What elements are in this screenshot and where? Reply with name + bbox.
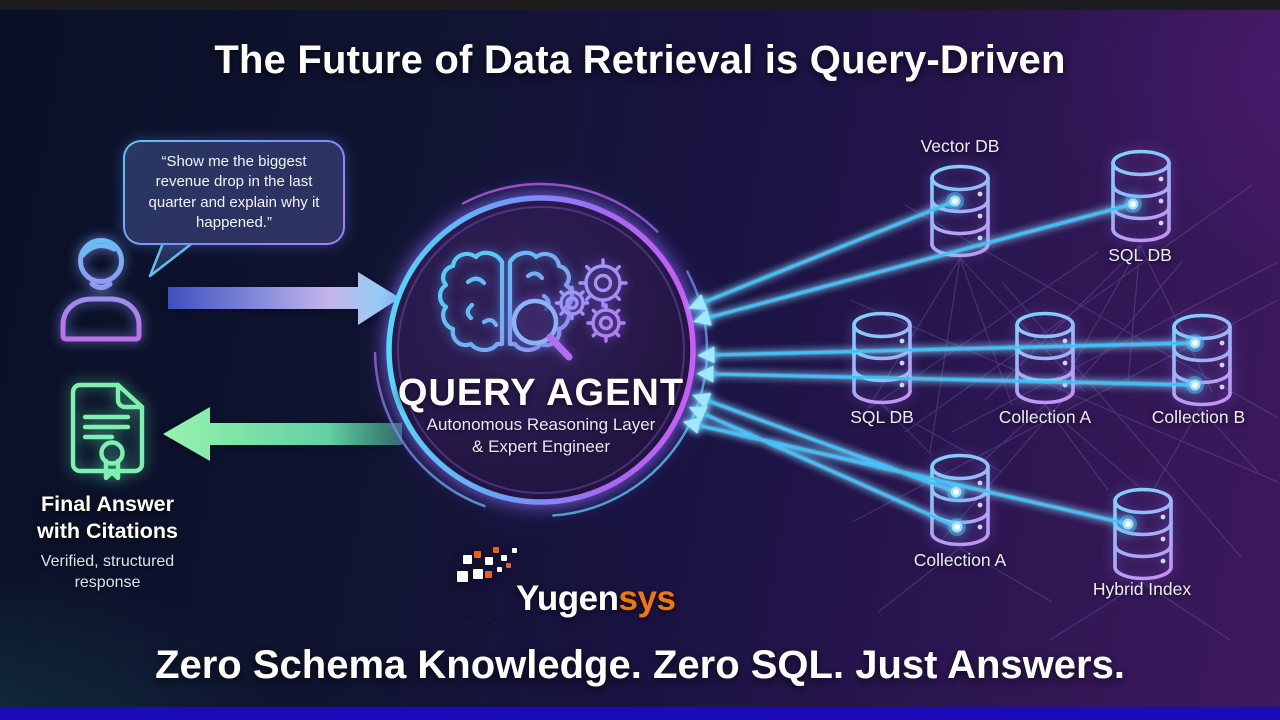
connection-node	[946, 192, 964, 210]
answer-arrow	[163, 407, 402, 461]
database-icon-collection-a-mid	[1015, 311, 1075, 405]
db-label-collection-b: Collection B	[1151, 407, 1246, 427]
database-icon-sql-db-top	[1111, 149, 1171, 243]
agent-subtitle-line2: & Expert Engineer	[472, 437, 610, 456]
bottom-accent-bar	[0, 707, 1280, 720]
query-beams	[682, 199, 1196, 529]
db-label-collection-a-bottom: Collection A	[913, 550, 1007, 570]
top-letterbox-bar	[0, 0, 1280, 10]
connection-node	[1186, 376, 1204, 394]
magnifier-icon	[511, 298, 573, 361]
logo-part1: Yugen	[516, 579, 619, 618]
db-label-collection-a-mid: Collection A	[998, 407, 1092, 427]
final-answer-heading-line1: Final Answer	[40, 492, 174, 516]
connection-nodes	[946, 192, 1204, 536]
db-label-vector-db: Vector DB	[920, 136, 1000, 156]
logo-wordmark: Yugensys	[516, 579, 676, 619]
connection-node	[1119, 515, 1137, 533]
yugensys-globe-icon	[441, 547, 517, 626]
connection-node	[1186, 334, 1204, 352]
query-arrow	[168, 272, 400, 325]
footer-tagline: Zero Schema Knowledge. Zero SQL. Just An…	[155, 643, 1125, 687]
query-beam	[693, 202, 1134, 326]
final-answer-heading: Final Answer with Citations	[15, 491, 200, 545]
document-icon	[70, 382, 145, 481]
query-beam	[692, 392, 957, 494]
query-beam	[697, 341, 1196, 364]
connection-node	[947, 483, 965, 501]
query-beam	[688, 406, 958, 529]
page-title: The Future of Data Retrieval is Query-Dr…	[214, 38, 1066, 82]
gears-icon	[554, 258, 628, 343]
agent-name: QUERY AGENT	[397, 372, 685, 414]
logo-part2: sys	[618, 579, 676, 618]
db-label-hybrid-index: Hybrid Index	[1092, 579, 1192, 599]
query-beam	[688, 199, 956, 310]
db-label-sql-db-top: SQL DB	[1108, 245, 1172, 265]
connection-node	[1124, 195, 1142, 213]
agent-subtitle: Autonomous Reasoning Layer & Expert Engi…	[391, 414, 691, 458]
person-icon	[60, 238, 142, 342]
speech-bubble-text: “Show me the biggest revenue drop in the…	[125, 142, 343, 243]
query-beam	[696, 365, 1196, 387]
agent-subtitle-line1: Autonomous Reasoning Layer	[426, 415, 656, 434]
database-icon-hybrid-index	[1113, 487, 1173, 581]
speech-bubble: “Show me the biggest revenue drop in the…	[123, 140, 345, 245]
database-icon-sql-db-mid	[852, 311, 912, 405]
final-answer-subtext: Verified, structured response	[15, 551, 200, 593]
final-answer-heading-line2: with Citations	[37, 519, 178, 543]
db-label-sql-db-mid: SQL DB	[850, 407, 914, 427]
final-answer-subtext-line1: Verified, structured	[40, 553, 175, 570]
database-cylinders	[852, 149, 1232, 581]
query-beam	[682, 417, 1129, 526]
database-icon-vector-db	[930, 164, 990, 258]
connection-node	[948, 518, 966, 536]
final-answer-subtext-line2: response	[74, 574, 141, 591]
